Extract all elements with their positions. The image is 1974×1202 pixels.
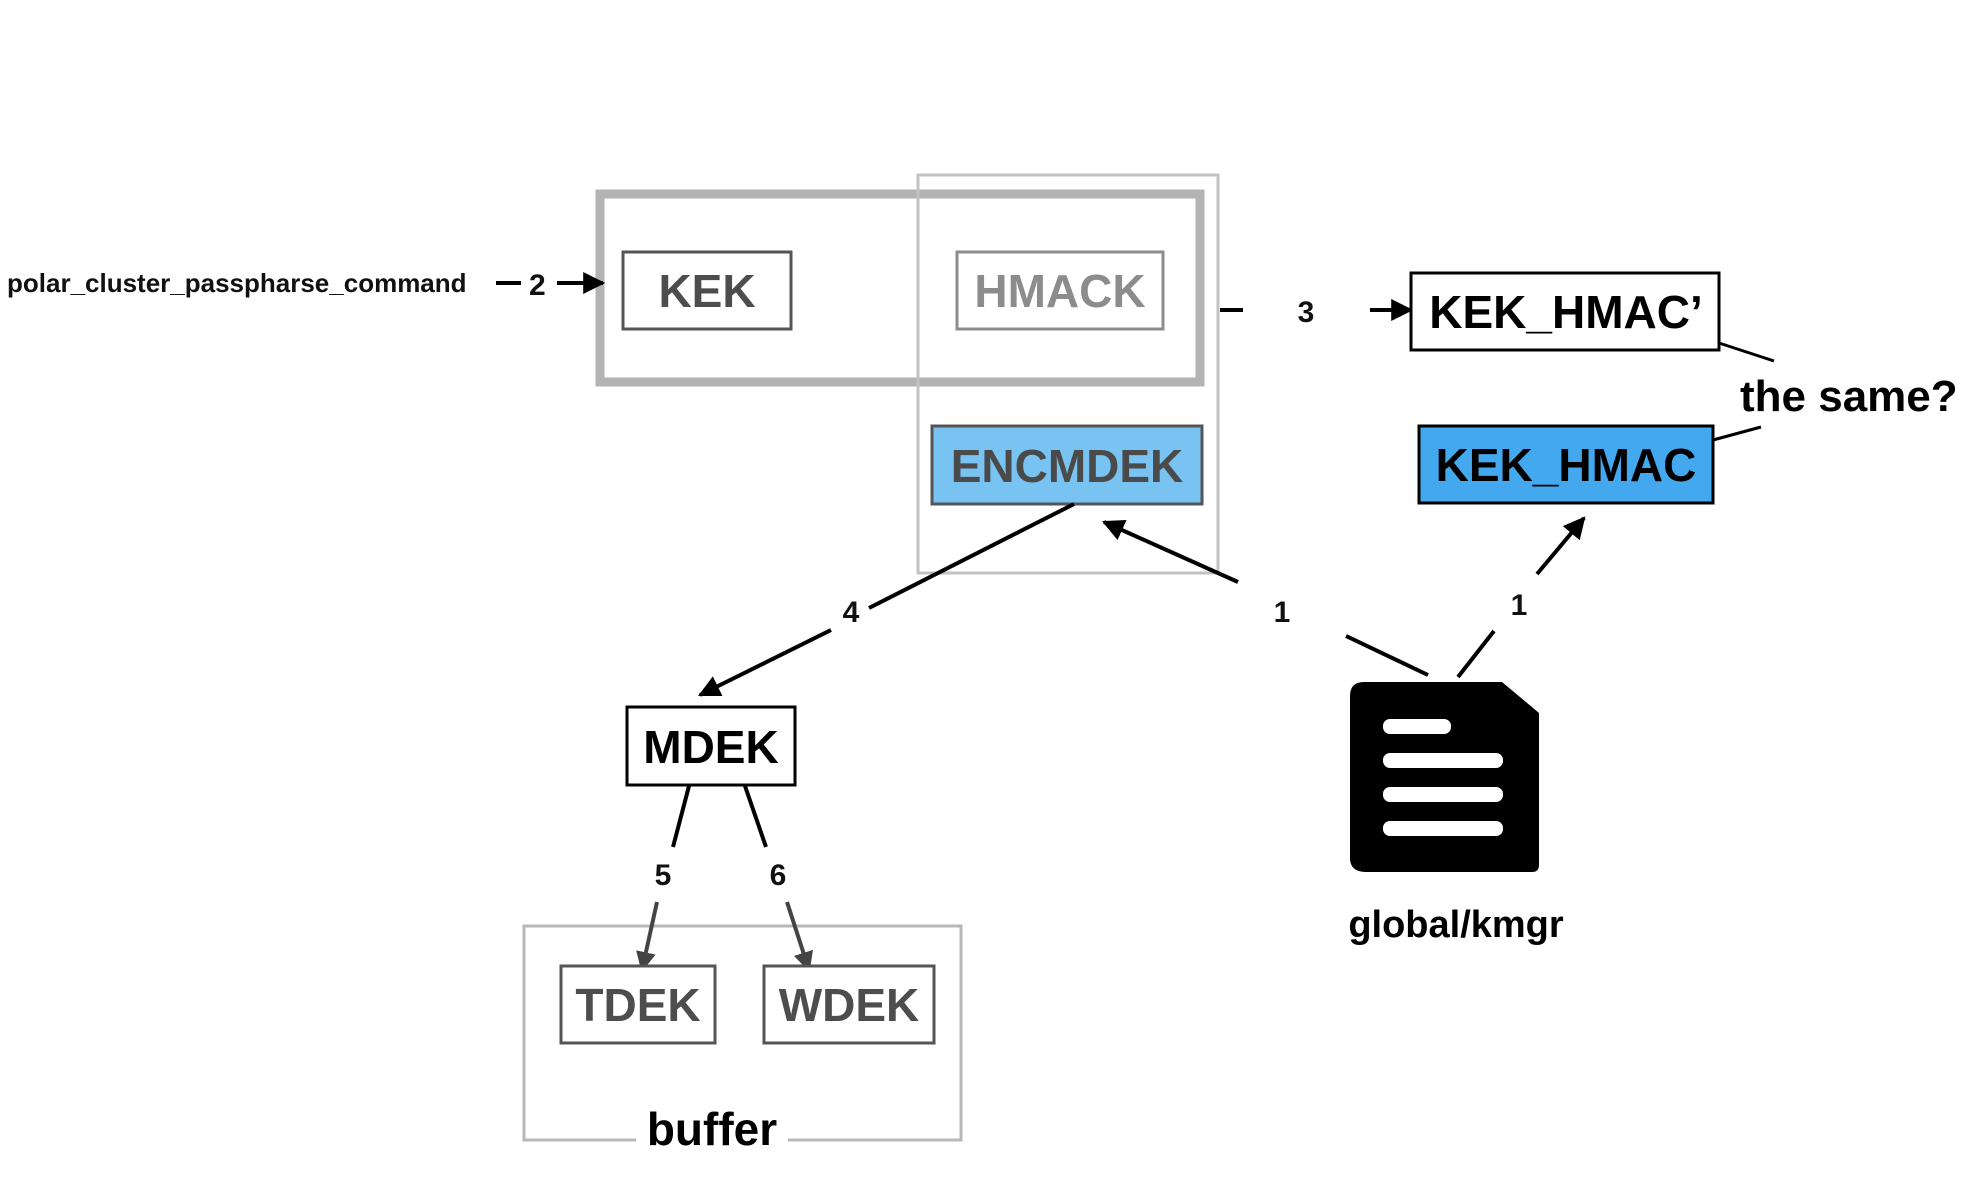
- compare-line-bottom: [1712, 425, 1762, 442]
- step-4-label: 4: [843, 596, 860, 629]
- encmdek-box: [930, 424, 1204, 506]
- step-2-label: 2: [529, 269, 546, 302]
- step-5-line-upper: [671, 785, 691, 848]
- kek-hmac-prime-label: KEK_HMAC’: [1429, 286, 1702, 338]
- step-6-arrow: [785, 901, 813, 972]
- tdek-box: [559, 964, 717, 1045]
- hmack-label: HMACK: [974, 265, 1145, 317]
- step-1b-label: 1: [1511, 589, 1528, 622]
- buffer-label: buffer: [647, 1103, 777, 1155]
- step-5-label: 5: [655, 859, 672, 892]
- kmgr-file-label: global/kmgr: [1348, 904, 1564, 946]
- kek-hmac-label: KEK_HMAC: [1436, 439, 1697, 491]
- kek-hmac-box: [1417, 424, 1715, 505]
- step-4-line-upper: [868, 502, 1075, 610]
- buffer-label-gap: [636, 1118, 788, 1158]
- kek-box: [621, 250, 793, 331]
- compare-line-top: [1718, 341, 1775, 363]
- mdek-box: [625, 705, 797, 787]
- hmack-encmdek-group-frame: [916, 173, 1220, 575]
- step-1a-arrow: [1101, 520, 1239, 584]
- the-same-question-label: the same?: [1740, 372, 1958, 421]
- step-5-arrow: [636, 901, 659, 972]
- tdek-label: TDEK: [575, 979, 700, 1031]
- step-1a-label: 1: [1274, 596, 1291, 629]
- mdek-label: MDEK: [643, 721, 778, 773]
- step-3-label: 3: [1298, 296, 1315, 329]
- document-icon: [1350, 682, 1539, 872]
- step-6-label: 6: [770, 859, 787, 892]
- wdek-label: WDEK: [779, 979, 920, 1031]
- encmdek-label: ENCMDEK: [951, 440, 1184, 492]
- step-6-line-upper: [743, 785, 768, 848]
- hmack-box: [955, 250, 1165, 331]
- wdek-box: [762, 964, 936, 1045]
- passphrase-command-label: polar_cluster_passpharse_command: [7, 268, 467, 298]
- kek-hmac-prime-box: [1409, 271, 1721, 352]
- kek-label: KEK: [658, 265, 755, 317]
- step-4-arrow: [698, 628, 832, 697]
- step-1b-line-lower: [1456, 629, 1496, 679]
- step-1a-line-lower: [1345, 634, 1429, 677]
- step-1b-arrow: [1535, 516, 1586, 576]
